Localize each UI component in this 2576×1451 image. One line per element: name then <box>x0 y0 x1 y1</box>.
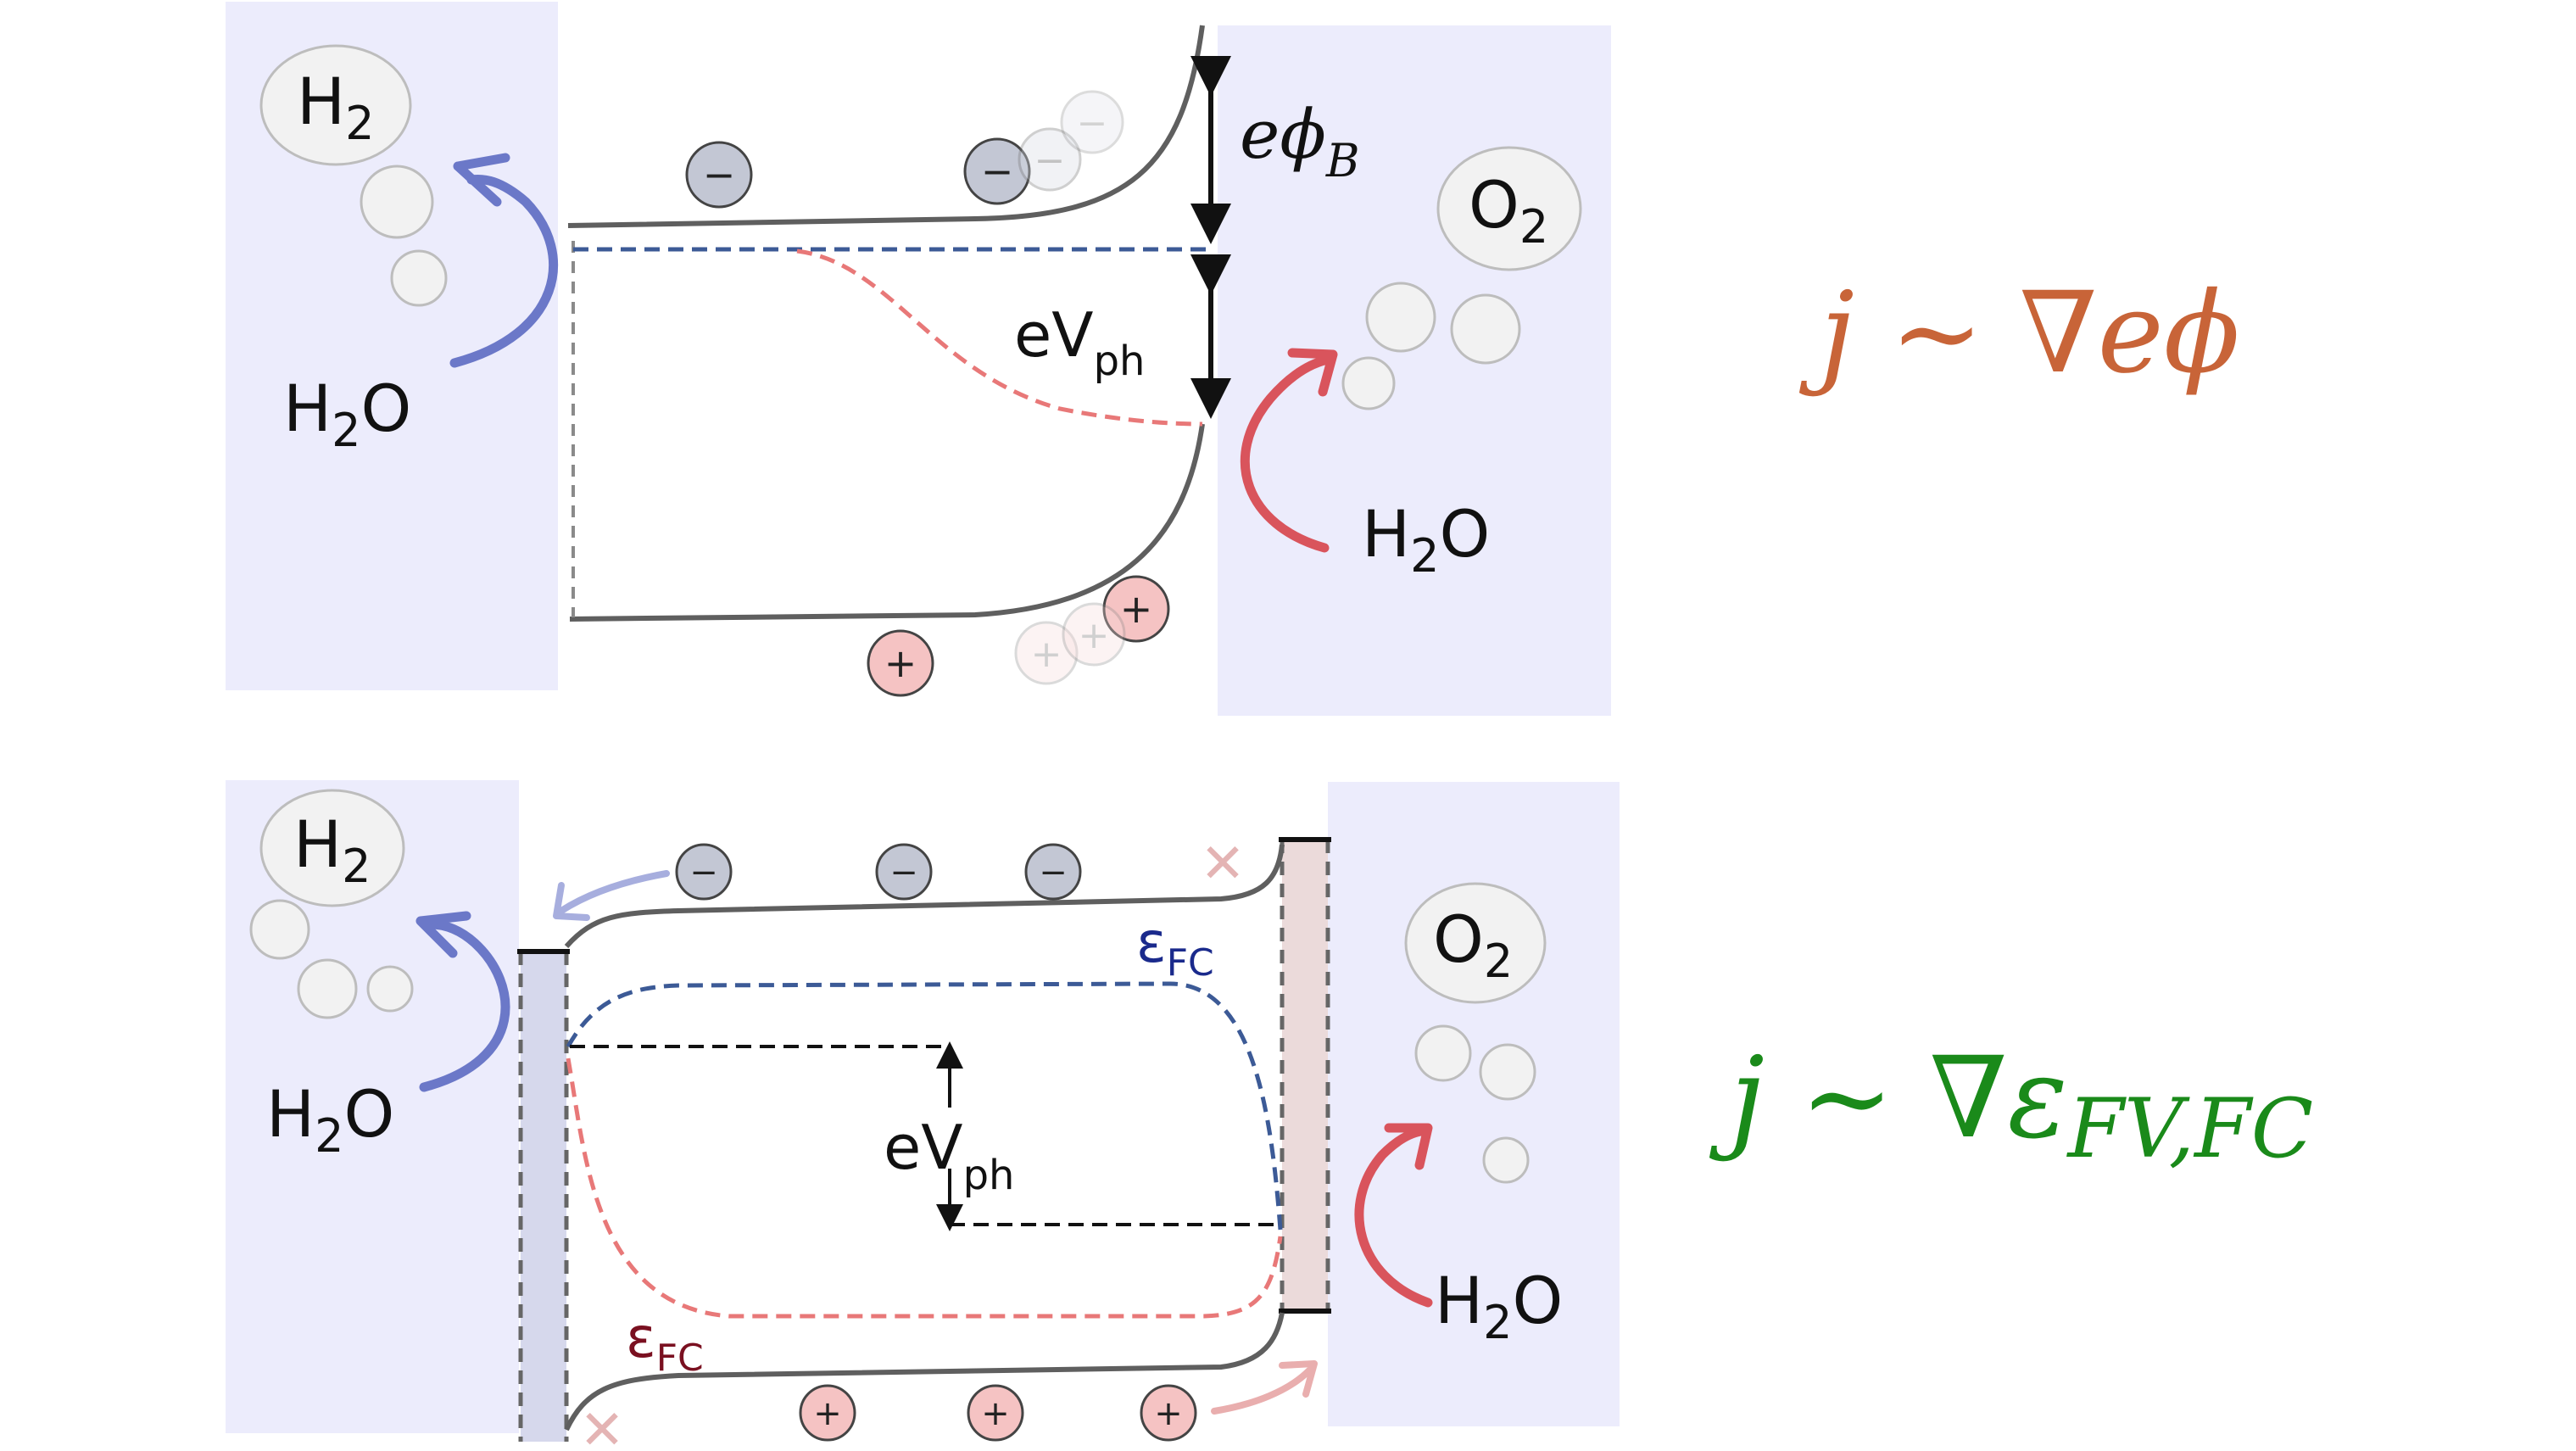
h2-bubble-bottom <box>259 789 405 907</box>
electron-faded: − <box>1018 127 1082 192</box>
h2-bubble-top <box>259 44 412 166</box>
hole: + <box>967 1384 1024 1442</box>
formula-bottom: j ~ ∇εFV,FC <box>1709 1033 2313 1176</box>
electron-faded: − <box>1060 90 1124 154</box>
o2-bubble-top <box>1436 146 1582 271</box>
top-panel: eϕB eVph H2 O2 H2O H2O <box>226 2 1611 716</box>
electron: − <box>685 141 753 209</box>
hole: + <box>1102 575 1170 643</box>
bubble <box>249 899 310 960</box>
svg-text:−: − <box>1077 102 1108 145</box>
reduction-arrowhead-bottom <box>415 911 471 958</box>
oxidation-arrowhead-bottom <box>1384 1123 1433 1170</box>
svg-text:−: − <box>1034 139 1066 182</box>
hole-transfer-arrow <box>1211 1367 1313 1415</box>
bubble <box>297 958 358 1019</box>
blocked-cross-bottom: ✕ <box>579 1399 625 1451</box>
bottom-valence-band <box>564 1312 1285 1431</box>
photovoltage-label-bottom: eVph <box>884 1112 1014 1199</box>
o2-bubble-bottom <box>1404 882 1547 1004</box>
hole: + <box>799 1384 856 1442</box>
top-hole-quasi-fermi-level <box>796 248 1203 427</box>
h2-label-top: H2 <box>297 64 375 150</box>
blocked-cross-top: ✕ <box>1200 833 1246 896</box>
bubble <box>1479 1043 1536 1101</box>
bubble <box>360 165 434 239</box>
bubble <box>366 965 414 1013</box>
electron: − <box>1024 843 1082 901</box>
bottom-conduction-band <box>564 844 1285 948</box>
h2o-left-top: H2O <box>283 371 411 457</box>
oxidation-arrow-bottom <box>1354 1126 1433 1308</box>
bubble <box>1341 356 1396 410</box>
bubble <box>1365 282 1436 353</box>
h2o-right-top: H2O <box>1362 496 1490 583</box>
o2-label-top: O2 <box>1469 167 1548 254</box>
hole-faded: + <box>1062 602 1126 667</box>
hole-faded: + <box>1014 621 1079 685</box>
svg-text:+: + <box>813 1394 842 1433</box>
reduction-arrowhead-top <box>453 153 510 207</box>
svg-text:+: + <box>1154 1394 1183 1433</box>
svg-text:+: + <box>981 1394 1010 1433</box>
electron: − <box>675 843 733 901</box>
right-contact-layer <box>1282 840 1328 1311</box>
reduction-arrow-top <box>449 174 558 368</box>
bottom-panel: eVph εFC εFC H2 O2 H2O <box>226 780 1620 1451</box>
barrier-label: eϕB <box>1240 95 1360 187</box>
oxidation-arrow-top <box>1240 354 1333 553</box>
electron: − <box>875 843 933 901</box>
hole: + <box>1140 1384 1197 1442</box>
h2o-right-bottom: H2O <box>1435 1263 1563 1349</box>
svg-text:−: − <box>981 148 1014 194</box>
formula-top: j ~ ∇eϕ <box>1798 268 2240 399</box>
svg-text:+: + <box>1031 633 1062 676</box>
left-contact-layer <box>521 952 566 1442</box>
top-valence-band <box>569 423 1205 622</box>
bubble <box>1414 1024 1472 1082</box>
oxidation-arrowhead-top <box>1287 348 1338 397</box>
svg-text:−: − <box>889 853 918 892</box>
bubble <box>390 249 448 307</box>
electron: − <box>963 137 1031 205</box>
svg-text:+: + <box>1079 614 1110 657</box>
eps-fc-lower-label: εFC <box>626 1305 704 1380</box>
eps-fc-upper-label: εFC <box>1136 910 1214 985</box>
svg-text:−: − <box>1039 853 1068 892</box>
top-right-electrolyte <box>1218 25 1611 716</box>
bubble <box>1450 293 1521 365</box>
h2o-left-bottom: H2O <box>266 1076 394 1163</box>
photovoltage-label-top: eVph <box>1014 299 1145 385</box>
svg-text:+: + <box>1120 586 1153 632</box>
reduction-arrow-bottom <box>419 919 510 1092</box>
bubble <box>1482 1136 1530 1184</box>
hole-quasi-fermi-level-bottom <box>566 1058 1283 1319</box>
hole: + <box>867 629 934 697</box>
electron-quasi-fermi-level-bottom <box>566 981 1283 1231</box>
h2-label-bottom: H2 <box>293 806 371 893</box>
svg-text:−: − <box>689 853 718 892</box>
svg-text:−: − <box>703 152 736 198</box>
o2-label-bottom: O2 <box>1433 901 1513 988</box>
electron-transfer-arrow <box>558 870 670 914</box>
svg-text:+: + <box>884 640 917 686</box>
